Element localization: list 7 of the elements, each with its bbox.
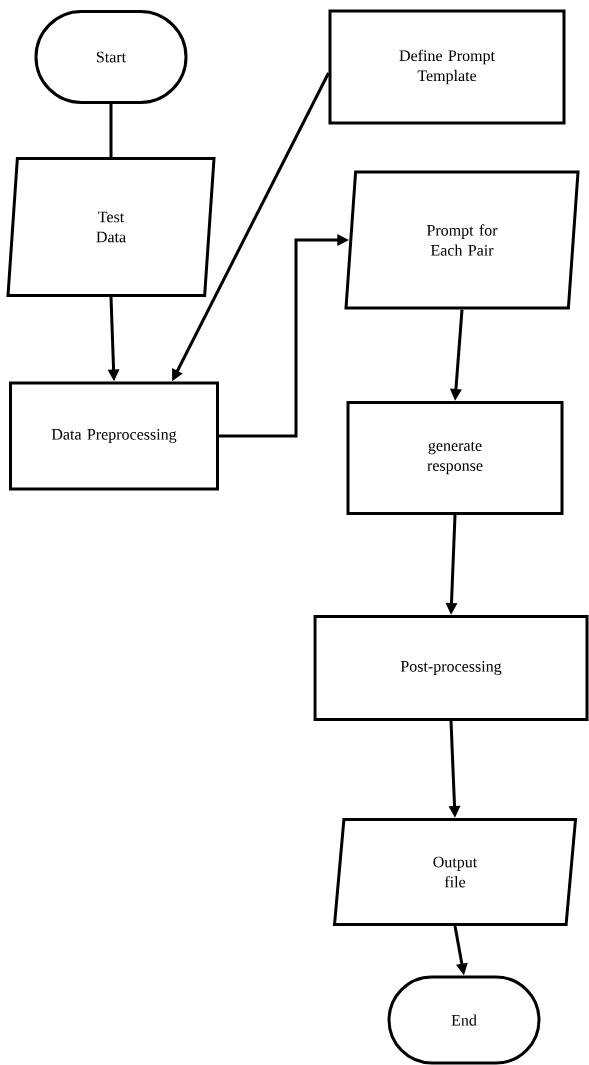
data-parallelogram: Prompt for Each Pair [344,170,580,310]
connector-line [109,104,113,157]
data-parallelogram: Test Data [6,157,216,297]
process-box: Define Prompt Template [328,9,566,125]
process-box: Data Preprocessing [9,381,219,491]
process-box: generate response [346,401,564,515]
process-box: Post-processing [313,615,589,721]
